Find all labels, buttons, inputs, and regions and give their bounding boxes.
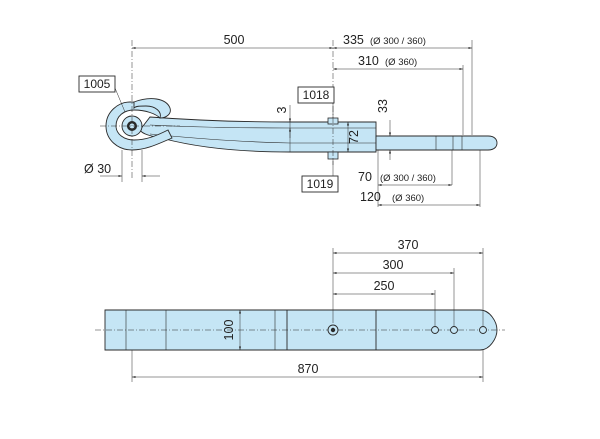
dim-100: 100 [222,310,242,350]
mount-hole-1 [431,326,439,334]
dim-120-label: 120 [360,190,381,204]
spring-eye-upper-curl [133,98,171,119]
ref-tag-1019: 1019 [301,159,339,193]
dim-335-note: (Ø 300 / 360) [370,36,426,47]
dim-3-label: 3 [275,106,289,113]
mount-hole-3 [479,326,487,334]
ref-tag-1018-label: 1018 [303,88,330,102]
dim-370-label: 370 [398,238,419,252]
dim-100-label: 100 [222,320,236,341]
dim-33: 33 [376,99,392,160]
dim-250-label: 250 [374,279,395,293]
dim-310-label: 310 [358,54,379,68]
dim-70: 70 (Ø 300 / 360) [358,170,452,187]
dim-250: 250 [333,279,435,296]
dim-72-label: 72 [347,130,361,144]
dim-310: 310 (Ø 360) [333,54,463,71]
dim-300-label: 300 [383,258,404,272]
dim-70-note: (Ø 300 / 360) [380,173,436,184]
dim-120: 120 (Ø 360) [360,190,480,207]
ref-tag-1005-label: 1005 [84,77,111,91]
spring-end-plate [375,135,498,151]
dim-335: 335 (Ø 300 / 360) [333,33,472,50]
spring-leaf-body [139,116,377,153]
top-view [95,248,505,382]
dim-300: 300 [333,258,454,275]
ref-tag-1005: 1005 [78,75,126,113]
dim-870: 870 [132,362,483,379]
dim-500: 500 [132,33,333,50]
dim-eye-diameter-label: Ø 30 [84,162,111,176]
dim-70-label: 70 [358,170,372,184]
dim-72: 72 [346,122,361,152]
ref-tag-1018: 1018 [297,86,335,118]
dim-eye-diameter: Ø 30 [84,150,160,182]
dim-3: 3 [275,105,292,138]
dim-370: 370 [333,238,483,255]
dim-335-label: 335 [343,33,364,47]
dim-310-note: (Ø 360) [385,57,417,68]
dim-33-label: 33 [376,99,390,113]
spring-eye-hook [105,101,173,151]
dim-500-label: 500 [224,33,245,47]
ref-tag-1019-label: 1019 [307,177,334,191]
leaf-line-upper [149,124,376,129]
dim-120-note: (Ø 360) [392,193,424,204]
side-view [100,40,498,207]
dim-870-label: 870 [298,362,319,376]
mount-hole-2 [450,326,458,334]
